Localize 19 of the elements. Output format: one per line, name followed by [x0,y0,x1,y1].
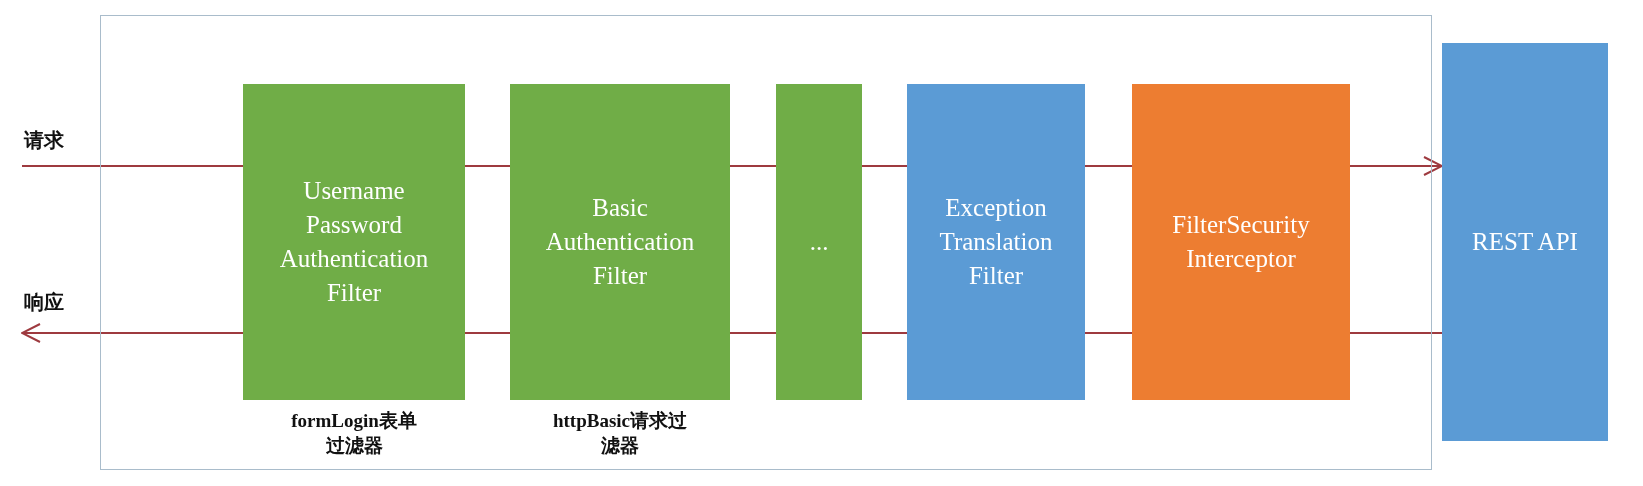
filter-box [243,84,465,400]
box-label: REST API [1471,227,1579,257]
container-box [100,15,1432,470]
box-label: Basic Authentication Filter [544,193,696,291]
filter-box [510,84,730,400]
api-box [1442,43,1608,441]
node-label: formLogin表单过滤器 [290,409,418,458]
interceptor-box [1132,84,1350,400]
arrow [1349,156,1443,176]
edge-label: 请求 [24,128,64,152]
box-label: Username Password Authentication Filter [278,176,430,308]
filter-box [776,84,862,400]
box-label: Exception Translation Filter [938,193,1054,291]
box-label: ... [808,227,830,257]
arrow [21,323,244,343]
filter-box [907,84,1085,400]
edge-label: 响应 [24,290,64,314]
node-label: httpBasic请求过滤器 [551,409,689,458]
box-label: FilterSecurity Interceptor [1171,210,1311,274]
